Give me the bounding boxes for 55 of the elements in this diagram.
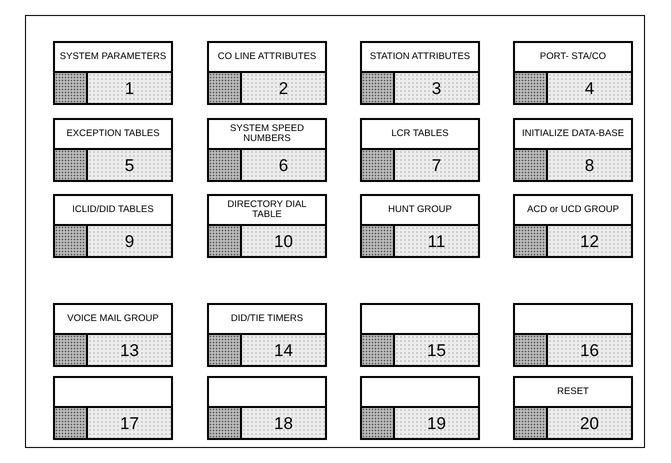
key-button <box>360 303 480 367</box>
key-button <box>513 303 633 367</box>
key-number: 5 <box>124 156 134 174</box>
key-button <box>53 194 173 258</box>
key-button <box>513 118 633 182</box>
key-label: SYSTEM PARAMETERS <box>60 52 166 62</box>
key-label: RESET <box>557 387 589 397</box>
key-button <box>513 41 633 105</box>
key-number: 12 <box>580 232 599 250</box>
key-number: 3 <box>432 80 442 96</box>
key-number: 17 <box>120 414 139 432</box>
key-button <box>360 118 480 182</box>
key-number: 16 <box>580 342 599 358</box>
key-number: 15 <box>427 342 446 358</box>
key-number: 11 <box>428 232 446 250</box>
key-label: CO LINE ATTRIBUTES <box>218 52 316 62</box>
key-button <box>53 376 173 440</box>
key-label: HUNT GROUP <box>388 205 452 215</box>
key-button <box>207 41 327 105</box>
key-button <box>53 303 173 367</box>
key-button <box>513 194 633 258</box>
key-button <box>360 41 480 105</box>
key-button <box>207 194 327 258</box>
key-number: 7 <box>432 156 442 174</box>
key-label: ICLID/DID TABLES <box>72 205 154 215</box>
key-label: VOICE MAIL GROUP <box>67 314 159 324</box>
key-button <box>360 376 480 440</box>
key-number: 9 <box>124 232 134 250</box>
key-button <box>513 376 633 440</box>
key-number: 2 <box>278 80 288 96</box>
key-number: 20 <box>580 414 599 432</box>
key-label: SYSTEM SPEED NUMBERS <box>229 124 305 144</box>
key-label: INITIALIZE DATA-BASE <box>522 129 624 139</box>
key-label: STATION ATTRIBUTES <box>370 52 470 62</box>
key-number: 14 <box>274 342 293 358</box>
key-button <box>207 118 327 182</box>
key-number: 1 <box>124 80 134 96</box>
key-number: 13 <box>120 342 139 358</box>
key-button <box>207 376 327 440</box>
key-label: PORT- STA/CO <box>540 52 606 62</box>
key-number: 18 <box>274 414 293 432</box>
key-label: LCR TABLES <box>391 129 449 139</box>
key-number: 10 <box>274 232 293 250</box>
key-number: 4 <box>584 80 594 96</box>
key-label: DIRECTORY DIAL TABLE <box>226 200 308 220</box>
key-button <box>360 194 480 258</box>
key-button <box>53 118 173 182</box>
key-button <box>207 303 327 367</box>
key-label: DID/TIE TIMERS <box>230 314 304 324</box>
key-button <box>53 41 173 105</box>
key-number: 8 <box>584 156 594 174</box>
key-number: 19 <box>427 414 446 432</box>
key-label: EXCEPTION TABLES <box>66 129 160 139</box>
key-label: ACD or UCD GROUP <box>527 205 619 215</box>
key-number: 6 <box>278 156 288 174</box>
